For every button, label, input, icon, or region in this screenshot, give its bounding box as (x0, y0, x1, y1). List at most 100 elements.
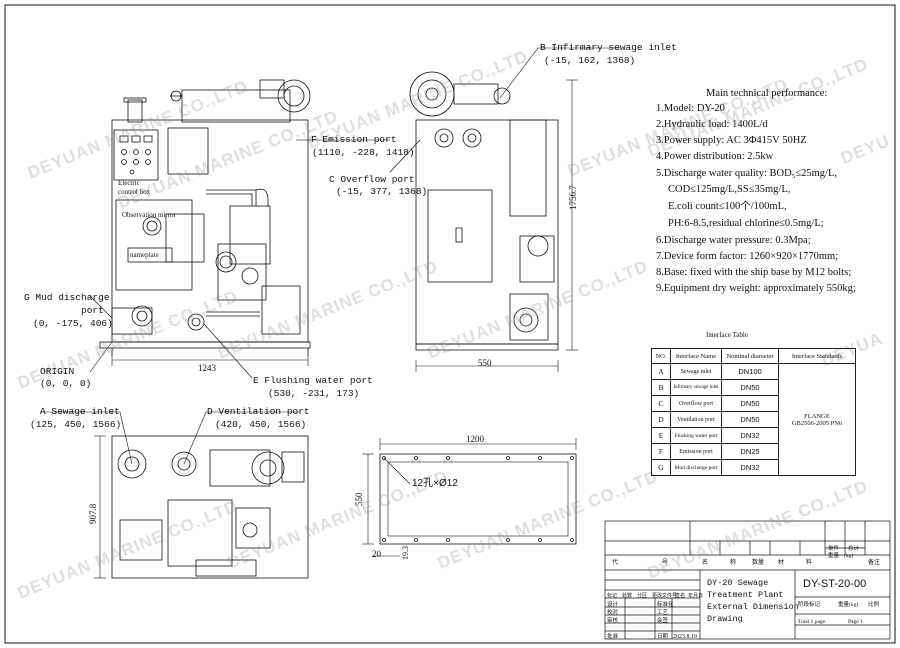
performance-item: COD≤125mg/L,SS≤35mg/L, (668, 184, 791, 195)
tb-col-code: 代 (612, 560, 619, 566)
performance-item: 5.Discharge water quality: BOD₅≤25mg/L, (656, 168, 837, 179)
cell-name: Infirmary sewage inlet (670, 379, 722, 396)
tb-col-total: 总计 (848, 546, 860, 552)
tb-total-pages: Total 1 page (798, 619, 826, 625)
dim-base-length: 1200 (466, 434, 484, 444)
leader-lines (40, 47, 620, 465)
cell-no: G (651, 459, 671, 476)
label-c-coords: (-15, 377, 1368) (336, 186, 428, 197)
cell-name: Overflow port (670, 395, 722, 412)
drawing-title-line: External Dimension (707, 602, 799, 612)
label-a-inlet: A Sewage inlet (40, 406, 120, 417)
dim-side-width: 550 (478, 358, 492, 368)
tb-approve: 批准 (607, 634, 619, 640)
tb-scale: 比例 (868, 602, 880, 608)
dim-side-height: 1756.7 (568, 185, 578, 210)
table-header-row: NO. Interface Name Nominal diameter Inte… (651, 348, 856, 364)
tb-weight: 重量(kg) (838, 602, 859, 608)
standard-flange: FLANGE (804, 412, 830, 420)
drawing-title-line: Treatment Plant (707, 590, 784, 600)
label-origin-coords: (0, 0, 0) (40, 378, 92, 389)
cell-dn: DN50 (721, 379, 779, 396)
electric-box-label: Electric (118, 179, 140, 187)
cell-name: Mud discharge port (670, 459, 722, 476)
electric-box-label-2: control box (118, 188, 151, 196)
tb-page: Page 1 (848, 619, 863, 625)
label-d-coords: (420, 450, 1566) (215, 419, 307, 430)
cell-dn: DN25 (721, 443, 779, 460)
header-name: Interface Name (670, 348, 722, 364)
tb-col-mat: 材 (778, 560, 785, 566)
tb-design: 设计 (607, 602, 619, 608)
header-dn: Nominal diameter (721, 348, 779, 364)
cell-name: Ventilation port (670, 411, 722, 428)
cell-no: D (651, 411, 671, 428)
tb-craft: 工艺 (657, 610, 669, 616)
sheet-border (4, 4, 896, 644)
cell-name: Sewage inlet (670, 363, 722, 380)
tb-col-code2: 号 (662, 560, 669, 566)
front-view (99, 79, 311, 366)
cell-no: B (651, 379, 671, 396)
cell-name: Emission port (670, 443, 722, 460)
tb-mark: 标记 (607, 594, 618, 599)
performance-item: E.coli count≤100个/100mL, (668, 201, 787, 212)
tb-col-mat2: 料 (806, 560, 813, 566)
tb-change-doc: 更改文件号 (652, 594, 678, 599)
drawing-number: DY-ST-20-00 (803, 578, 867, 590)
tb-stage: 阶段标记 (798, 602, 821, 608)
cell-no: F (651, 443, 671, 460)
tb-sign: 会签 (657, 618, 669, 624)
dim-hole-offset: 19.3 (401, 546, 410, 560)
performance-title: Main technical performance: (706, 88, 828, 99)
performance-item: 7.Device form factor: 1260×920×1770mm; (656, 251, 839, 262)
label-b-coords: (-15, 162, 1368) (544, 55, 636, 66)
label-g-mud: G Mud discharge (24, 292, 110, 303)
cell-dn: DN50 (721, 395, 779, 412)
drawing-title-line: Drawing (707, 614, 743, 624)
title-block (604, 520, 891, 640)
label-e-coords: (530, -231, 173) (268, 388, 360, 399)
tb-col-name2: 称 (730, 560, 737, 566)
label-g-coords: (0, -175, 406) (33, 318, 113, 329)
dim-front-width: 1243 (198, 363, 216, 373)
performance-item: 1.Model: DY-20 (656, 103, 725, 114)
side-view (409, 71, 578, 372)
label-d-vent: D Ventilation port (207, 406, 310, 417)
cell-dn: DN100 (721, 363, 779, 380)
tb-review: 审核 (607, 618, 619, 624)
tb-col-remark: 备注 (868, 560, 881, 566)
performance-item: 6.Discharge water pressure: 0.3Mpa; (656, 235, 811, 246)
tb-col-weight-unit: (kg) (844, 553, 854, 559)
cell-no: E (651, 427, 671, 444)
interface-table-title: Interface Table (706, 331, 748, 339)
label-f-emission: F Emission port (311, 134, 397, 145)
standard-gb: GB2506-2005 PN6 (791, 419, 843, 427)
dim-top-depth: 907.8 (88, 503, 98, 524)
label-g-port: port (81, 305, 104, 316)
header-standards: Interface Standards (778, 348, 856, 364)
mirror-label: Observation mirror (122, 211, 176, 219)
tb-signature: 签名 (675, 594, 686, 599)
tb-date-label: 日期 (657, 634, 669, 640)
label-a-coords: (125, 450, 1566) (30, 419, 122, 430)
tb-col-unit: 单件 (828, 546, 840, 552)
dim-holes: 12孔×Ø12 (412, 478, 458, 489)
performance-item: 9.Equipment dry weight: approximately 55… (656, 283, 856, 294)
cell-dn: DN50 (721, 411, 779, 428)
performance-item: 3.Power supply: AC 3Φ415V 50HZ (656, 135, 807, 146)
cell-dn: DN32 (721, 427, 779, 444)
base-plan (362, 438, 577, 557)
tb-ymd: 年月日 (688, 594, 704, 599)
tb-zone: 分区 (637, 594, 648, 599)
dim-base-edge: 20 (372, 549, 381, 559)
cell-standard: FLANGE GB2506-2005 PN6 (778, 363, 856, 476)
dim-base-width: 550 (354, 492, 364, 507)
label-e-flushing: E Flushing water port (253, 375, 373, 386)
tb-col-name: 名 (702, 560, 709, 566)
